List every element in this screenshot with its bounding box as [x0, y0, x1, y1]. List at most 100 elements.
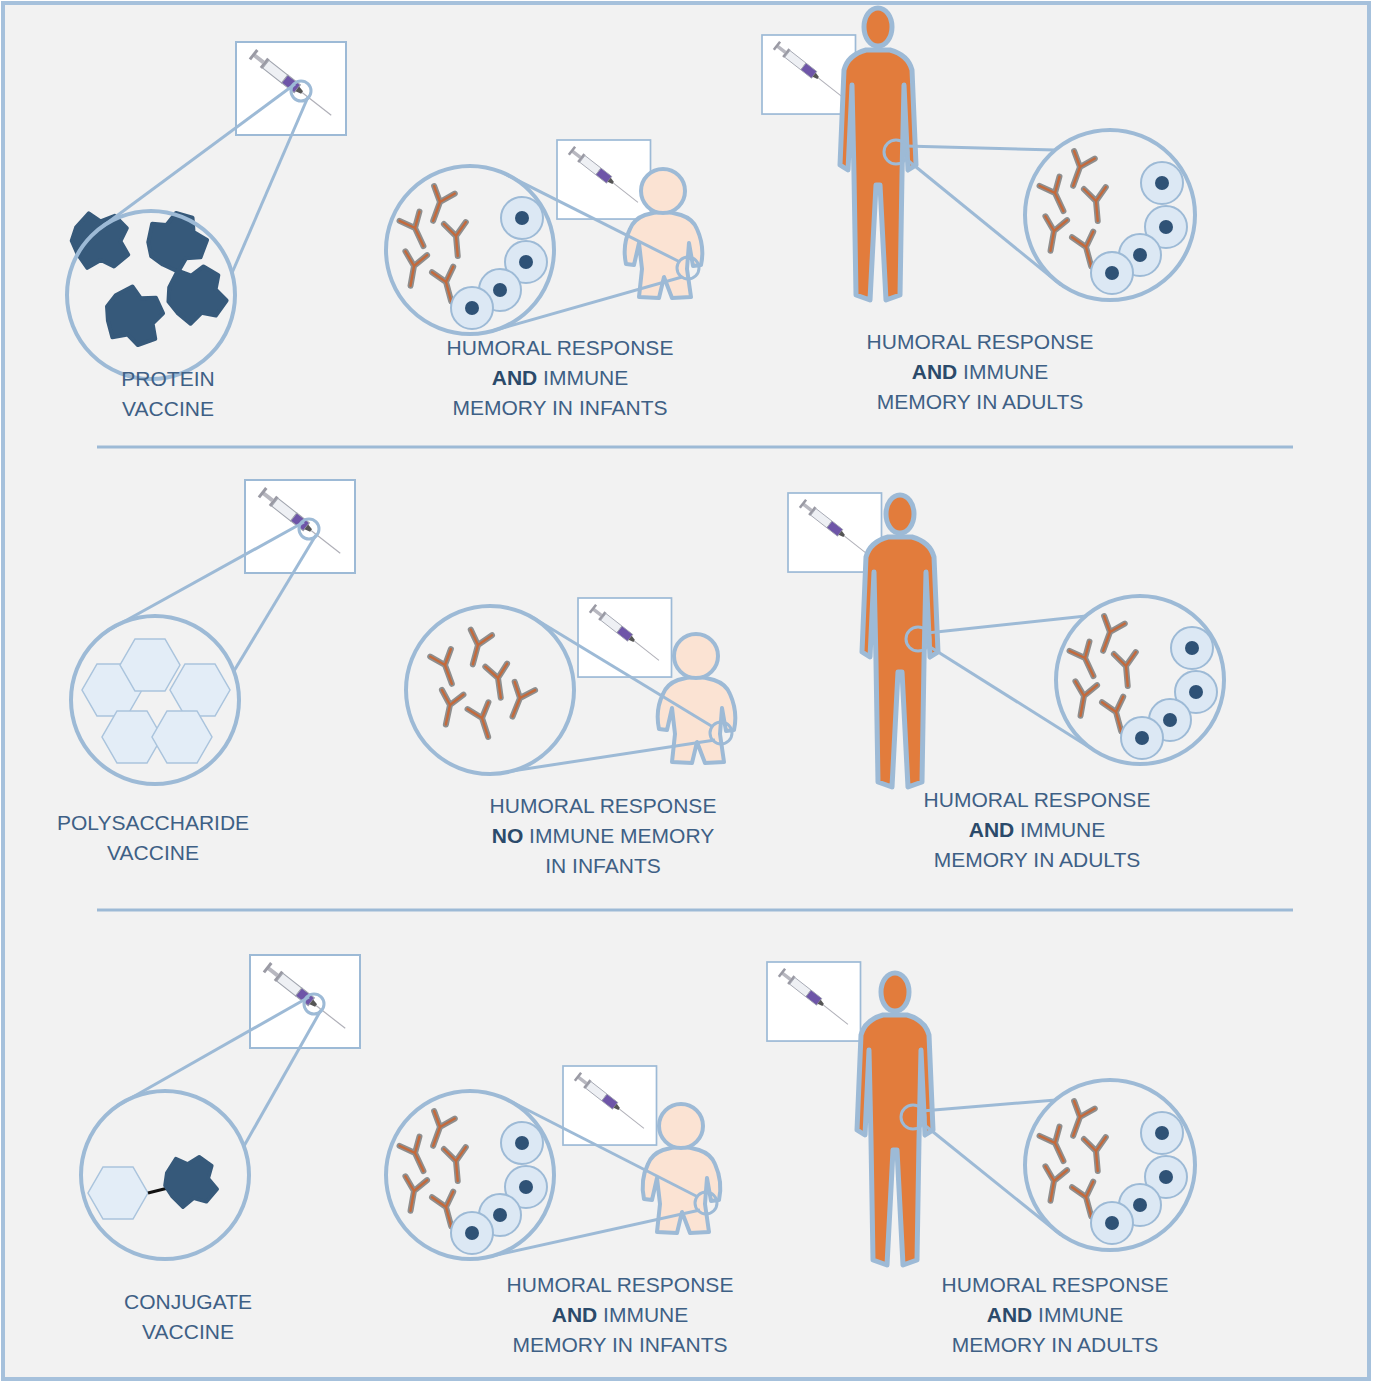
- antibodies-and-cells: [1070, 616, 1217, 759]
- text-word: POLYSACCHARIDE: [57, 811, 249, 834]
- text-word: HUMORAL: [490, 794, 594, 817]
- polysaccharide-contents: [82, 639, 230, 763]
- text-word: INFANTS: [639, 1333, 728, 1356]
- text-word: RESPONSE: [617, 1273, 734, 1296]
- zoom-circle: [1025, 1080, 1195, 1250]
- text-word: ADULTS: [1077, 1333, 1158, 1356]
- separator: [97, 446, 1293, 449]
- response-label: HUMORAL RESPONSE AND IMMUNE MEMORY IN AD…: [867, 327, 1094, 417]
- text-word: MEMORY: [512, 1333, 606, 1356]
- syringe-box: [236, 42, 346, 135]
- response-label: HUMORAL RESPONSE NO IMMUNE MEMORY IN INF…: [490, 791, 717, 881]
- vaccine-circle: POLYSACCHARIDE VACCINE: [69, 614, 241, 786]
- antibodies-and-cells: [1040, 151, 1187, 294]
- antibodies: [430, 630, 535, 741]
- vaccine-label: POLYSACCHARIDE VACCINE: [57, 808, 249, 868]
- response-label: HUMORAL RESPONSE AND IMMUNE MEMORY IN IN…: [507, 1270, 734, 1360]
- syringe-box: [563, 1066, 657, 1145]
- text-word: IMMUNE: [543, 366, 628, 389]
- circle-border: [71, 616, 239, 784]
- text-word: MEMORY: [952, 1333, 1046, 1356]
- vaccine-circle: CONJUGATE VACCINE: [79, 1089, 251, 1261]
- zoom-circle: [386, 166, 554, 334]
- text-word: IMMUNE: [1038, 1303, 1123, 1326]
- text-word: IMMUNE: [603, 1303, 688, 1326]
- text-word: CONJUGATE: [124, 1290, 252, 1313]
- text-word: INFANTS: [579, 396, 668, 419]
- adult-figure: [862, 495, 938, 787]
- circle-outline: [65, 209, 237, 381]
- syringe-box: [578, 598, 672, 677]
- text-word: RESPONSE: [1034, 788, 1151, 811]
- zoom-lines: [107, 519, 319, 671]
- text-word: PROTEIN: [121, 367, 214, 390]
- text-word: AND: [492, 366, 538, 389]
- zoom-lines: [901, 1100, 1061, 1235]
- syringe-box: [767, 962, 861, 1041]
- zoom-lines: [117, 994, 324, 1146]
- zoom-circle: [406, 606, 574, 774]
- zoom-circle: [1025, 130, 1195, 300]
- conjugate-contents: [88, 1157, 217, 1219]
- separator: [97, 909, 1293, 912]
- text-word: HUMORAL: [447, 336, 551, 359]
- text-word: MEMORY: [620, 824, 714, 847]
- text-word: AND: [552, 1303, 598, 1326]
- text-word: HUMORAL: [507, 1273, 611, 1296]
- adult-figure: [857, 973, 933, 1265]
- zoom-lines: [103, 81, 311, 273]
- adult-figure: [840, 8, 916, 300]
- zoom-lines: [492, 174, 699, 331]
- zoom-lines: [512, 617, 732, 771]
- text-word: MEMORY: [452, 396, 546, 419]
- text-word: HUMORAL: [942, 1273, 1046, 1296]
- frame: [3, 3, 1369, 1379]
- text-word: RESPONSE: [557, 336, 674, 359]
- antibodies-and-cells: [400, 1111, 547, 1254]
- text-word: VACCINE: [142, 1320, 234, 1343]
- text-word: HUMORAL: [924, 788, 1028, 811]
- text-word: VACCINE: [122, 397, 214, 420]
- text-word: IMMUNE: [529, 824, 614, 847]
- text-word: RESPONSE: [977, 330, 1094, 353]
- vaccine-label: PROTEIN VACCINE: [121, 364, 214, 424]
- text-word: VACCINE: [107, 841, 199, 864]
- syringe-box: [250, 955, 360, 1048]
- circle-outline: [69, 614, 241, 786]
- text-word: IN: [1051, 1333, 1072, 1356]
- text-word: ADULTS: [1059, 848, 1140, 871]
- zoom-circle: [386, 1091, 554, 1259]
- text-word: MEMORY: [877, 390, 971, 413]
- zoom-lines: [906, 616, 1092, 749]
- text-word: HUMORAL: [867, 330, 971, 353]
- text-word: RESPONSE: [1052, 1273, 1169, 1296]
- vaccine-circle: PROTEIN VACCINE: [65, 209, 237, 381]
- text-word: INFANTS: [572, 854, 661, 877]
- antibodies-and-cells: [1040, 1101, 1187, 1244]
- text-word: IMMUNE: [1020, 818, 1105, 841]
- zoom-lines: [884, 140, 1061, 285]
- text-word: IN: [976, 390, 997, 413]
- text-word: IN: [612, 1333, 633, 1356]
- circle-border: [81, 1091, 249, 1259]
- text-word: IMMUNE: [963, 360, 1048, 383]
- text-word: RESPONSE: [600, 794, 717, 817]
- text-word: ADULTS: [1002, 390, 1083, 413]
- circle-border: [67, 211, 235, 379]
- infant-figure: [625, 169, 703, 298]
- response-label: HUMORAL RESPONSE AND IMMUNE MEMORY IN AD…: [924, 785, 1151, 875]
- text-word: AND: [987, 1303, 1033, 1326]
- text-word: MEMORY: [934, 848, 1028, 871]
- text-word: IN: [545, 854, 566, 877]
- response-label: HUMORAL RESPONSE AND IMMUNE MEMORY IN AD…: [942, 1270, 1169, 1360]
- zoom-lines: [492, 1102, 717, 1256]
- text-word: AND: [969, 818, 1015, 841]
- text-word: AND: [912, 360, 958, 383]
- circle-outline: [79, 1089, 251, 1261]
- vaccine-label: CONJUGATE VACCINE: [124, 1287, 252, 1347]
- text-word: IN: [552, 396, 573, 419]
- zoom-circle: [1056, 596, 1224, 764]
- text-word: IN: [1033, 848, 1054, 871]
